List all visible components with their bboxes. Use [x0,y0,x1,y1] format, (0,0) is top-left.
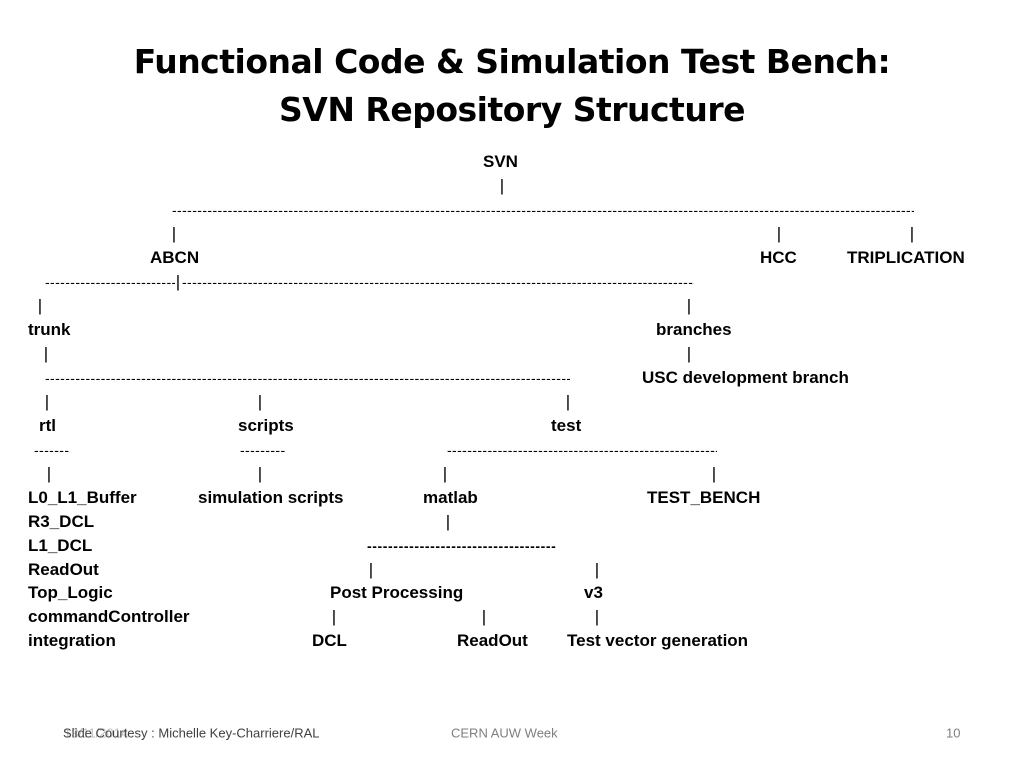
node-hcc: HCC [760,248,797,267]
connector-trunk: | [37,296,43,315]
node-trunk: trunk [28,320,71,339]
connector-v3: | [594,560,600,579]
footer-event: CERN AUW Week [451,725,558,741]
node-scripts: scripts [238,416,294,435]
node-integration: integration [28,631,116,650]
connector-matlab: | [442,464,448,483]
connector-scripts: | [257,392,263,411]
title-line-2: SVN Repository Structure [279,90,745,129]
node-svn: SVN [483,152,518,171]
node-dcl: DCL [312,631,347,650]
node-r3-dcl: R3_DCL [28,512,95,531]
connector-svn: | [499,176,505,195]
connector-trunk-down: | [43,344,49,363]
node-abcn: ABCN [150,248,200,267]
branch-line-abcn-right: ----------------------------------------… [182,274,694,290]
node-test: test [551,416,582,435]
node-matlab-readout: ReadOut [457,631,528,650]
connector-rtl-down: | [46,464,52,483]
connector-branches-down: | [686,344,692,363]
connector-rtl: | [44,392,50,411]
node-l1-dcl: L1_DCL [28,536,93,555]
connector-branches: | [686,296,692,315]
connector-scripts-down: | [257,464,263,483]
slide-title: Functional Code & Simulation Test Bench:… [0,38,1024,134]
node-l0-l1-buffer: L0_L1_Buffer [28,488,137,507]
node-readout: ReadOut [28,560,99,579]
footer-page-number: 10 [946,725,961,741]
branch-line-matlab: ------------------------------------ [367,538,557,554]
node-post-processing: Post Processing [330,583,464,602]
connector-abcn: | [171,224,177,243]
node-top-logic: Top_Logic [28,583,113,602]
connector-test: | [565,392,571,411]
connector-triplication: | [909,224,915,243]
node-branches: branches [656,320,732,339]
node-test-bench: TEST_BENCH [647,488,761,507]
connector-post-processing: | [368,560,374,579]
connector-test-bench: | [711,464,717,483]
branch-line-test: ----------------------------------------… [447,442,717,458]
connector-matlab-readout: | [481,607,487,626]
node-matlab: matlab [423,488,478,507]
underline-rtl: ------- [34,442,70,458]
branch-line-trunk: ----------------------------------------… [45,370,570,386]
connector-hcc: | [776,224,782,243]
node-rtl: rtl [39,416,56,435]
node-usc-branch: USC development branch [642,368,849,387]
footer-date: 13/11/2014 [64,725,129,741]
node-command-controller: commandController [28,607,190,626]
node-triplication: TRIPLICATION [847,248,965,267]
underline-scripts: --------- [240,442,286,458]
connector-test-vector: | [594,607,600,626]
branch-line-abcn-left: -------------------------------- [45,274,175,290]
footer-courtesy: Slide Courtesy : Michelle Key-Charriere/… [63,725,320,741]
node-test-vector-generation: Test vector generation [567,631,749,650]
connector-matlab-down: | [445,512,451,531]
node-simulation-scripts: simulation scripts [198,488,344,507]
title-line-1: Functional Code & Simulation Test Bench: [133,42,891,81]
connector-abcn-split: | [175,272,181,291]
branch-line-svn: ----------------------------------------… [172,202,914,218]
connector-dcl: | [331,607,337,626]
node-v3: v3 [584,583,603,602]
